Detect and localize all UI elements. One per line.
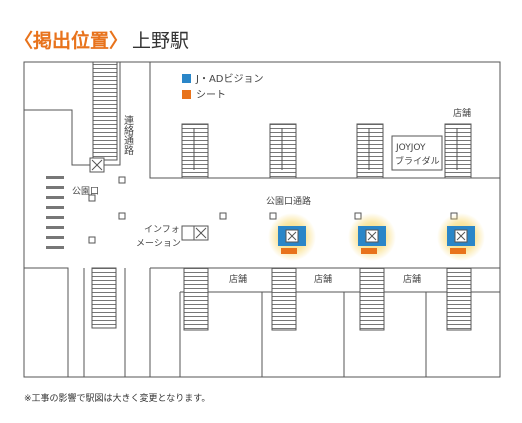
information-label: インフォ (144, 225, 180, 235)
shop-label: 店舗 (453, 107, 471, 119)
legend-sheet-swatch (182, 90, 191, 99)
stairs (183, 267, 209, 331)
legend-sheet-label: シート (196, 90, 226, 101)
shop-label: 店舗 (403, 273, 421, 285)
shop-label: 店舗 (314, 273, 332, 285)
information-label-2: メーション (136, 239, 181, 249)
ad-position (437, 213, 485, 261)
connecting-passage-label: 連絡通路 (122, 114, 134, 156)
park-exit-passage-label: 公園口通路 (266, 195, 311, 207)
park-exit-label: 公園口 (72, 186, 99, 197)
stairs (271, 267, 297, 331)
footnote: ※工事の影響で駅図は大きく変更となります。 (24, 394, 211, 404)
left-structure (24, 62, 121, 166)
stairs (269, 123, 297, 179)
legend-vision-swatch (182, 74, 191, 83)
joyjoy-shop (391, 135, 443, 171)
info-counter (181, 225, 195, 241)
page-title: 〈掲出位置〉上野駅 (14, 26, 189, 53)
title-tag: 〈掲出位置〉 (14, 30, 129, 52)
ad-position (268, 213, 316, 261)
stairs (446, 267, 472, 331)
stairs (181, 123, 209, 179)
stairs (444, 123, 472, 179)
ad-position (348, 213, 396, 261)
stairs (91, 267, 117, 329)
stairs (356, 123, 384, 179)
legend-vision-label: J・ADビジョン (195, 73, 264, 85)
crosswalk (46, 176, 64, 249)
joyjoy-label: JOYJOY (395, 143, 426, 153)
elevator-icon (89, 157, 105, 173)
station-name: 上野駅 (132, 30, 190, 52)
elevator-icon (193, 225, 209, 241)
left-structure (24, 267, 69, 377)
bridal-label: ブライダル (395, 155, 440, 167)
shop-label: 店舗 (229, 273, 247, 285)
stairs (359, 267, 385, 331)
stairs (92, 61, 118, 161)
